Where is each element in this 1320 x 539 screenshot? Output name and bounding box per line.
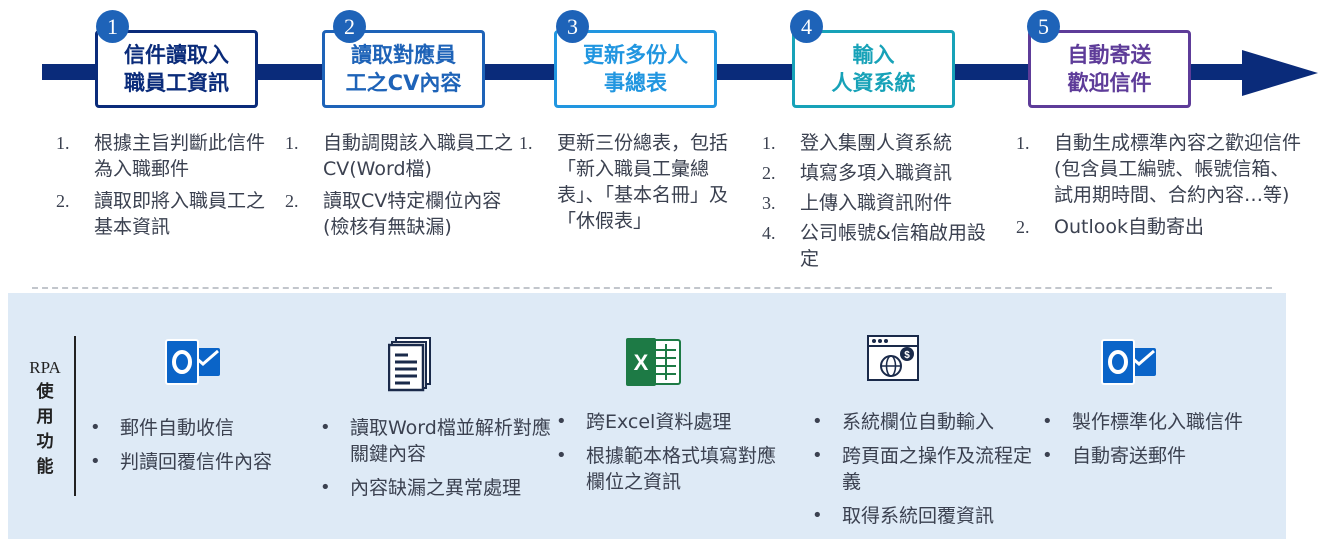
list-item: 1.根據主旨判斷此信件為入職郵件 [56, 132, 266, 180]
rpa-function-list-5: 製作標準化入職信件 自動寄送郵件 [1042, 409, 1252, 477]
list-item: 1.更新三份總表，包括「新入職員工彙總表」、「基本名冊」及「休假表」 [519, 132, 729, 232]
svg-text:$: $ [904, 350, 910, 361]
step-1-details: 1.根據主旨判斷此信件為入職郵件 2.讀取即將入職員工之基本資訊 [56, 130, 271, 246]
list-item: 2.填寫多項入職資訊 [762, 162, 953, 184]
document-icon [388, 337, 431, 392]
step-number-badge: 4 [790, 10, 823, 43]
list-item: 內容缺漏之異常處理 [320, 475, 552, 501]
list-item: 跨頁面之操作及流程定義 [812, 443, 1040, 495]
list-item: 2.讀取CV特定欄位內容(檢核有無缺漏) [285, 190, 502, 238]
list-item: 跨Excel資料處理 [556, 409, 782, 435]
step-box-1: 信件讀取入 職員工資訊 [95, 30, 258, 108]
list-item: 自動寄送郵件 [1042, 443, 1252, 469]
list-item: 2.Outlook自動寄出 [1016, 216, 1204, 238]
process-arrow-head [1242, 50, 1318, 96]
step-number-badge: 2 [333, 10, 366, 43]
list-item: 製作標準化入職信件 [1042, 409, 1252, 435]
list-item: 判讀回覆信件內容 [90, 449, 300, 475]
section-divider [32, 287, 1272, 289]
step-box-5: 自動寄送 歡迎信件 [1028, 30, 1191, 108]
step-4-details: 1.登入集團人資系統 2.填寫多項入職資訊 3.上傳入職資訊附件 4.公司帳號&… [762, 130, 992, 278]
step-number-badge: 1 [96, 10, 129, 43]
outlook-icon [165, 339, 220, 385]
step-2-details: 1.自動調閱該入職員工之CV(Word檔) 2.讀取CV特定欄位內容(檢核有無缺… [285, 130, 517, 246]
step-3-details: 1.更新三份總表，包括「新入職員工彙總表」、「基本名冊」及「休假表」 [519, 130, 744, 240]
rpa-label-divider [74, 336, 76, 496]
list-item: 1.自動調閱該入職員工之CV(Word檔) [285, 132, 514, 180]
step-number-badge: 3 [556, 10, 589, 43]
step-title: 更新多份人 事總表 [583, 43, 688, 95]
list-item: 讀取Word檔並解析對應關鍵內容 [320, 415, 552, 467]
svg-text:X: X [634, 350, 649, 375]
rpa-function-list-2: 讀取Word檔並解析對應關鍵內容 內容缺漏之異常處理 [320, 415, 552, 509]
excel-icon: X [626, 338, 681, 386]
list-item: 3.上傳入職資訊附件 [762, 192, 953, 214]
step-box-4: 輸入 人資系統 [792, 30, 955, 108]
step-number-badge: 5 [1027, 10, 1060, 43]
list-item: 郵件自動收信 [90, 415, 300, 441]
rpa-function-list-1: 郵件自動收信 判讀回覆信件內容 [90, 415, 300, 483]
step-title: 自動寄送 歡迎信件 [1067, 43, 1152, 95]
step-title: 信件讀取入 職員工資訊 [124, 43, 229, 95]
step-title: 輸入 人資系統 [831, 43, 916, 95]
step-title: 讀取對應員 工之CV內容 [345, 43, 462, 95]
list-item: 系統欄位自動輸入 [812, 409, 1040, 435]
list-item: 1.登入集團人資系統 [762, 132, 953, 154]
web-browser-icon: $ [867, 335, 919, 381]
rpa-function-list-3: 跨Excel資料處理 根據範本格式填寫對應欄位之資訊 [556, 409, 782, 503]
step-box-2: 讀取對應員 工之CV內容 [322, 30, 485, 108]
step-box-3: 更新多份人 事總表 [554, 30, 717, 108]
list-item: 2.讀取即將入職員工之基本資訊 [56, 190, 266, 238]
list-item: 4.公司帳號&信箱啟用設定 [762, 222, 986, 270]
step-5-details: 1.自動生成標準內容之歡迎信件(包含員工編號、帳號信箱、試用期時間、合約內容…等… [1016, 130, 1308, 246]
list-item: 根據範本格式填寫對應欄位之資訊 [556, 443, 782, 495]
outlook-icon [1101, 339, 1156, 385]
list-item: 1.自動生成標準內容之歡迎信件(包含員工編號、帳號信箱、試用期時間、合約內容…等… [1016, 132, 1302, 206]
list-item: 取得系統回覆資訊 [812, 503, 1040, 529]
rpa-label: RPA 使 用 功 能 [29, 358, 61, 477]
rpa-function-list-4: 系統欄位自動輸入 跨頁面之操作及流程定義 取得系統回覆資訊 [812, 409, 1040, 537]
